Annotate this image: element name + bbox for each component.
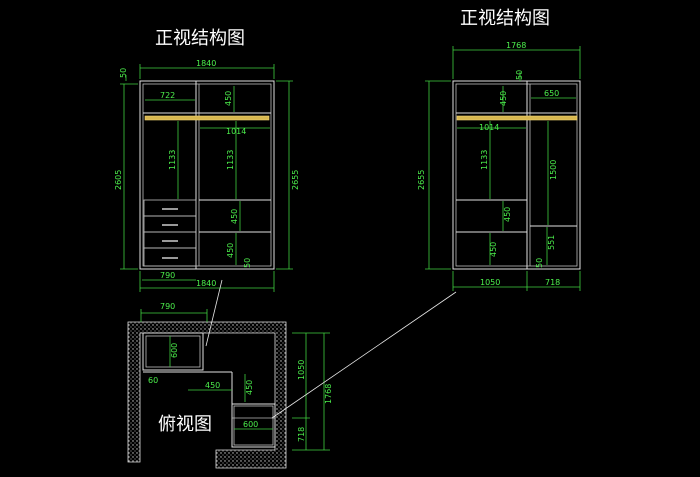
title-front-right: 正视结构图 xyxy=(460,8,550,29)
left-drawer-3 xyxy=(143,231,197,249)
left-dim-height-left: 2605 xyxy=(114,170,123,190)
left-drawer-4 xyxy=(143,247,197,267)
top-dim-mid-depth: 450 xyxy=(245,380,254,395)
top-view: 790 600 60 450 450 600 1050 1768 718 xyxy=(127,302,333,469)
title-top-view: 俯视图 xyxy=(158,414,212,435)
left-dim-shelf-b: 450 xyxy=(226,243,235,258)
right-dim-bottom-left: 1050 xyxy=(480,278,500,287)
left-dim-top-overall: 1840 xyxy=(196,59,216,68)
right-dim-top-margin: 50 xyxy=(515,70,524,80)
right-dim-right-low: 551 xyxy=(547,235,556,250)
right-cabinet-inner xyxy=(455,83,578,267)
right-dim-mid-450: 450 xyxy=(503,207,512,222)
left-dim-right-hanging: 1133 xyxy=(226,150,235,170)
top-dim-right-1050: 1050 xyxy=(297,360,306,380)
top-view-cabinet-left xyxy=(142,332,204,371)
left-front-view: 1840 50 2605 2655 722 450 1014 1133 1133… xyxy=(114,59,300,292)
right-dim-top-right-width: 650 xyxy=(544,89,559,98)
right-dim-bottom-50: 50 xyxy=(535,258,544,268)
left-dim-top-right-height: 450 xyxy=(224,91,233,106)
right-dim-left-hanging: 1133 xyxy=(480,150,489,170)
left-cabinet-outline xyxy=(139,80,275,270)
top-dim-left-depth: 600 xyxy=(170,343,179,358)
top-dim-right-718: 718 xyxy=(297,427,306,442)
left-dim-left-hanging: 1133 xyxy=(168,150,177,170)
top-dim-right-1768: 1768 xyxy=(324,384,333,404)
left-dim-top-margin: 50 xyxy=(119,68,128,78)
right-dim-top-left-height: 450 xyxy=(499,91,508,106)
top-dim-bottom-width: 600 xyxy=(243,420,258,429)
left-dim-bottom-50: 50 xyxy=(243,258,252,268)
left-dim-height-right: 2655 xyxy=(291,170,300,190)
right-dim-low-450: 450 xyxy=(489,242,498,257)
top-dim-ledge: 60 xyxy=(148,376,158,385)
left-drawer-1 xyxy=(143,199,197,217)
right-dim-rail-width: 1014 xyxy=(479,123,499,132)
right-cabinet-outline xyxy=(452,80,581,270)
top-dim-mid-width: 450 xyxy=(205,381,220,390)
right-dim-top-overall: 1768 xyxy=(506,41,526,50)
right-hanging-rail xyxy=(456,115,578,121)
left-cabinet-inner xyxy=(142,83,272,267)
left-dim-bottom-left-width: 790 xyxy=(160,271,175,280)
leader-right-view xyxy=(271,291,457,419)
left-drawer-2 xyxy=(143,215,197,233)
title-front-left: 正视结构图 xyxy=(155,28,245,49)
left-dim-top-left-width: 722 xyxy=(160,91,175,100)
leader-left-view xyxy=(205,279,223,347)
right-front-view: 1768 50 2655 450 650 1014 1133 1500 450 … xyxy=(417,41,581,291)
right-dim-right-hanging: 1500 xyxy=(549,160,558,180)
right-dim-bottom-right: 718 xyxy=(545,278,560,287)
right-dim-left-height: 2655 xyxy=(417,170,426,190)
top-dim-top-width: 790 xyxy=(160,302,175,311)
left-dim-shelf-a: 450 xyxy=(230,209,239,224)
top-view-walls xyxy=(127,321,287,469)
left-dim-bottom-overall: 1840 xyxy=(196,279,216,288)
left-hanging-rail xyxy=(144,115,270,121)
top-view-cabinet-bottom xyxy=(231,403,276,448)
